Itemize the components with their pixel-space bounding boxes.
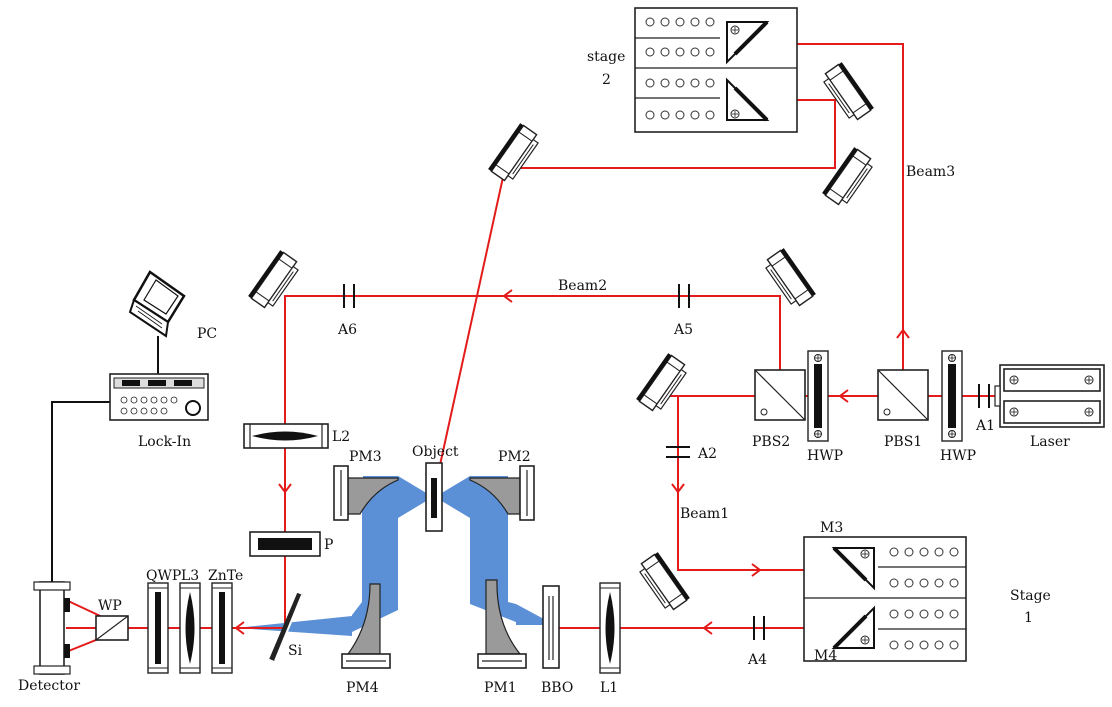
lens-l1: [599, 582, 621, 674]
wollaston-prism: [95, 615, 129, 641]
lens-l3: [179, 582, 201, 674]
mirror-beam1-top: [635, 352, 691, 415]
beam2-label: Beam2: [558, 278, 607, 294]
pbs2-label: PBS2: [752, 434, 790, 450]
bbo-crystal: [542, 585, 560, 669]
parabolic-mirror-pm3: [333, 465, 399, 521]
stage-1: [803, 536, 967, 662]
mirror-beam1-bottom: [635, 551, 691, 614]
hwp-left-label: HWP: [807, 448, 843, 464]
laser-label: Laser: [1030, 434, 1070, 450]
pm3-label: PM3: [349, 449, 382, 465]
silicon-wafer: [269, 592, 303, 662]
stage-2-label-line1: stage: [587, 49, 625, 65]
a5-label: A5: [673, 322, 693, 338]
parabolic-mirror-pm4: [341, 583, 391, 669]
beam-arrows: [234, 289, 910, 635]
detector-label: Detector: [18, 678, 80, 694]
znte-label: ZnTe: [208, 568, 243, 584]
parabolic-mirror-pm2: [469, 465, 535, 521]
beam1-label: Beam1: [680, 506, 729, 522]
a6-label: A6: [337, 322, 357, 338]
lock-in-label: Lock-In: [138, 434, 191, 450]
hwp-right: [941, 350, 963, 442]
detector-unit: [33, 581, 71, 675]
mirror-top-center: [487, 122, 543, 185]
stage-2: [634, 7, 798, 133]
pbs1-label: PBS1: [884, 434, 922, 450]
l1-label: L1: [600, 680, 618, 696]
znte-crystal: [211, 582, 233, 674]
a2-label: A2: [697, 446, 717, 462]
qwp-label: QWP: [146, 568, 181, 584]
parabolic-mirror-pm1: [477, 579, 527, 669]
stage-1-label-line1: Stage: [1010, 588, 1051, 604]
mirror-stage2-lower: [821, 146, 877, 209]
pm2-label: PM2: [498, 449, 531, 465]
hwp-left: [807, 350, 829, 442]
beam3-label: Beam3: [906, 164, 955, 180]
stage-1-label-line2: 1: [1024, 610, 1033, 626]
m4-label: M4: [814, 648, 837, 664]
p-label: P: [324, 537, 333, 553]
wp-label: WP: [98, 598, 122, 614]
bbo-label: BBO: [541, 680, 573, 696]
hwp-right-label: HWP: [940, 448, 976, 464]
lens-l2: [243, 423, 329, 449]
polarizer-p: [249, 531, 321, 557]
quarter-wave-plate: [147, 582, 169, 674]
laser-unit: [994, 364, 1105, 428]
a4-label: A4: [747, 652, 767, 668]
si-label: Si: [288, 643, 303, 659]
l3-label: L3: [181, 568, 199, 584]
pm4-label: PM4: [346, 680, 379, 696]
cable-lines: [51, 336, 159, 582]
l2-label: L2: [332, 429, 350, 445]
lock-in-amplifier: [109, 373, 209, 421]
mirror-stage2-upper: [819, 61, 875, 124]
pm1-label: PM1: [484, 680, 517, 696]
stage-2-label-line2: 2: [602, 72, 611, 88]
pbs1-cube: [877, 369, 929, 421]
mirror-beam2-left: [247, 249, 303, 312]
object-holder: [425, 462, 443, 532]
a1-label: A1: [975, 418, 995, 434]
pbs2-cube: [754, 369, 806, 421]
pc-label: PC: [197, 326, 217, 342]
object-label: Object: [412, 444, 459, 460]
mirror-beam2-right: [761, 247, 817, 310]
m3-label: M3: [820, 520, 843, 536]
pc-laptop-icon: [128, 270, 186, 338]
